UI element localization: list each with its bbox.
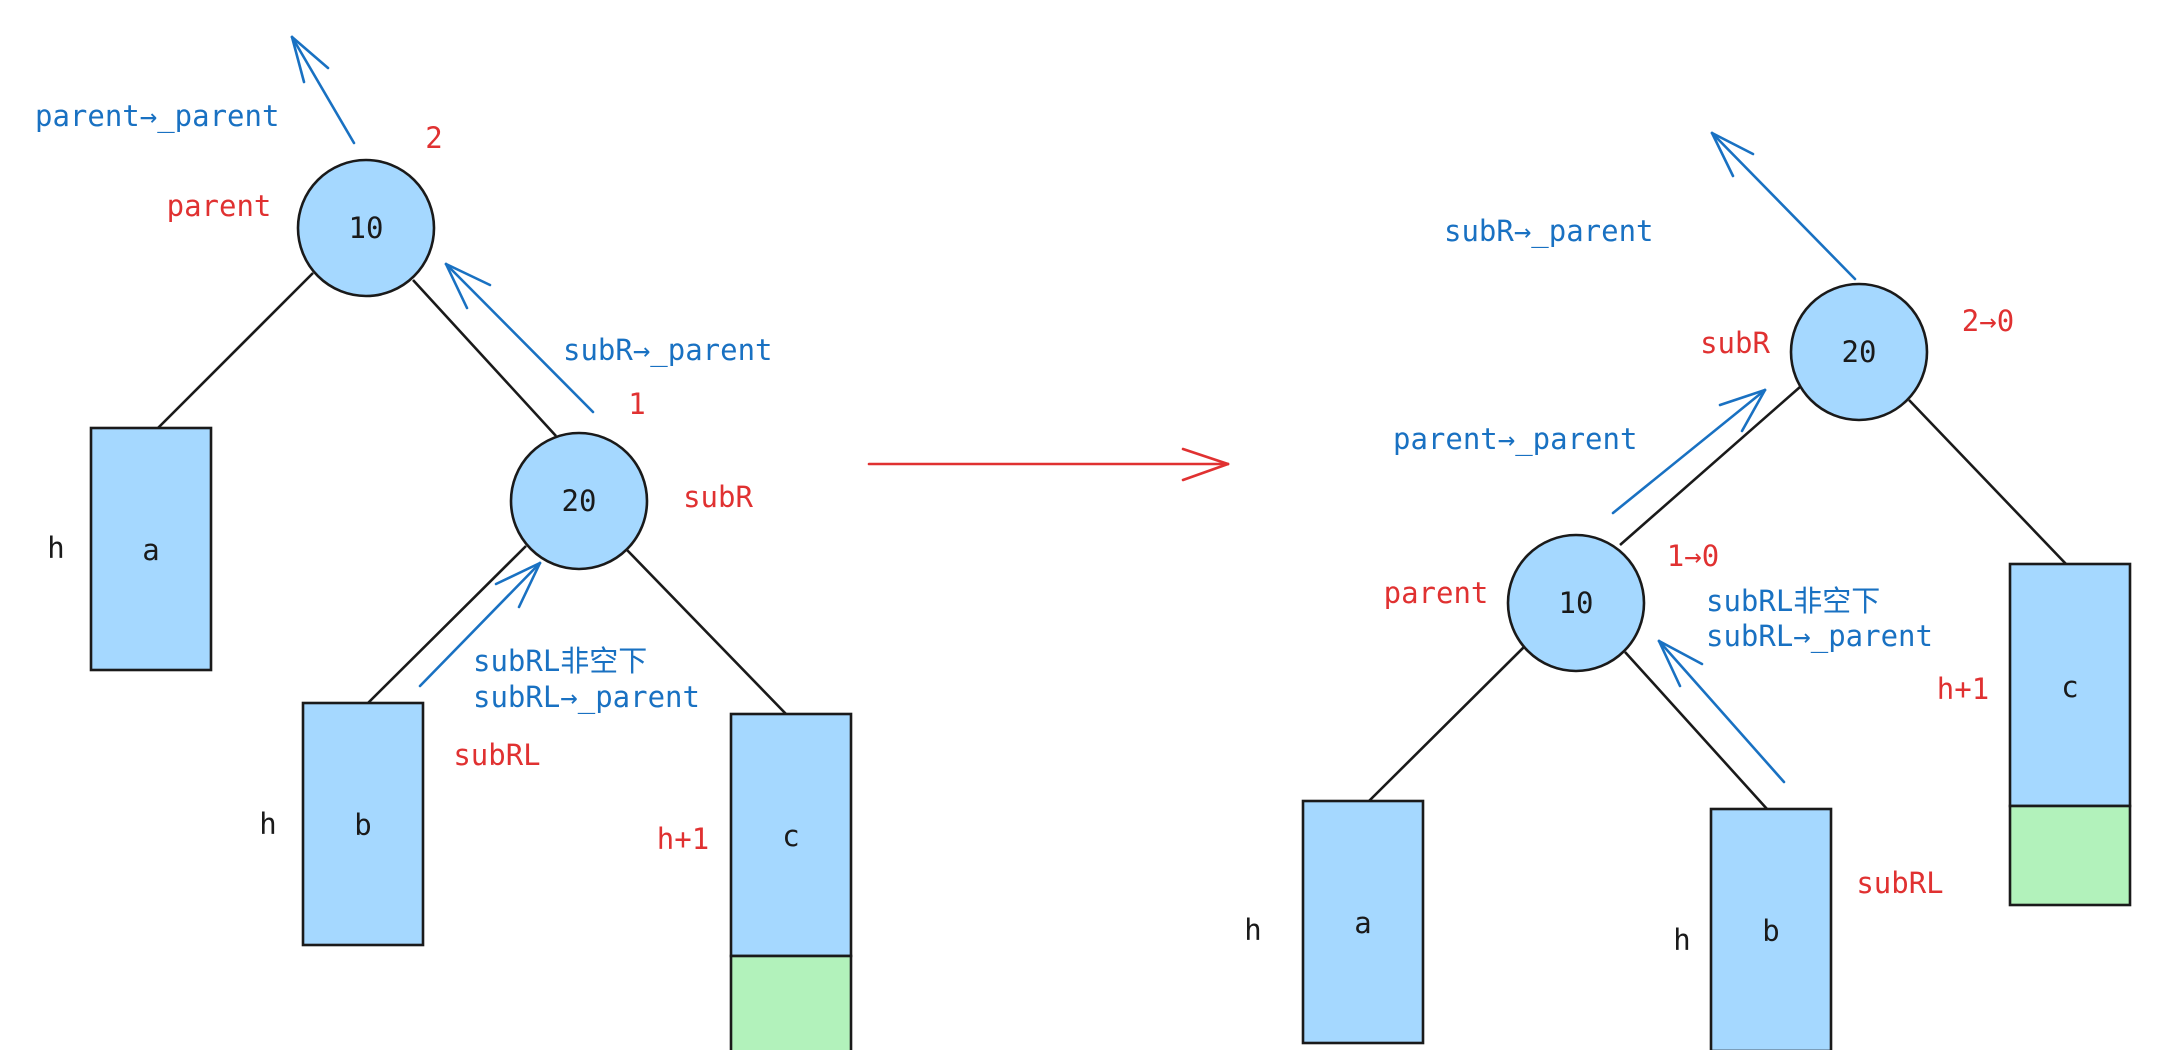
left-subtree-b	[301, 701, 425, 947]
left-parent-parent-annotation: parent→_parent	[35, 99, 279, 134]
left-node-parent-value: 10	[349, 211, 384, 245]
right-subRL-annotation-line2: subRL→_parent	[1706, 619, 1933, 654]
right-subRL-annotation-line1: subRL非空下	[1706, 584, 1880, 618]
right-node-subR	[1789, 282, 1929, 422]
right-arrow-parent-parent	[1611, 388, 1767, 515]
right-edge-subR-c	[1908, 399, 2067, 565]
left-subRL-label: subRL	[453, 738, 540, 772]
left-subtree-a	[89, 426, 213, 672]
right-subtree-b-name: b	[1762, 914, 1779, 948]
right-parent-parent-annotation: parent→_parent	[1393, 422, 1637, 457]
right-subRL-label: subRL	[1856, 866, 1943, 900]
right-parent-label: parent	[1384, 576, 1489, 610]
right-subtree-b-height: h	[1673, 923, 1690, 957]
right-subtree-c-height: h+1	[1937, 672, 1989, 706]
left-subR-parent-annotation: subR→_parent	[563, 333, 773, 368]
right-subtree-a	[1301, 799, 1425, 1045]
left-edge-subR-c	[626, 549, 787, 715]
left-subRL-annotation-line1: subRL非空下	[473, 644, 647, 678]
right-node-subR-value: 20	[1842, 335, 1877, 369]
right-subR-parent-annotation: subR→_parent	[1444, 214, 1654, 249]
left-arrow-subR-parent	[444, 262, 595, 414]
left-subtree-b-name: b	[354, 808, 371, 842]
left-node-subR	[509, 431, 649, 571]
left-parent-label: parent	[167, 189, 272, 223]
left-subtree-c-name: c	[782, 819, 799, 853]
right-subR-label: subR	[1700, 326, 1770, 360]
left-subtree-c	[729, 712, 853, 958]
left-edge-parent-a	[157, 272, 314, 429]
right-edge-parent-b	[1624, 651, 1768, 810]
right-tree: a b c h h h+1 20 10 subR 2→0 parent 1→0 …	[1244, 131, 2132, 1050]
left-subtree-a-name: a	[142, 533, 159, 567]
right-edge-subR-parent	[1619, 386, 1801, 546]
right-subtree-b	[1709, 807, 1833, 1050]
right-subtree-a-name: a	[1354, 906, 1371, 940]
right-parent-balance: 1→0	[1667, 539, 1719, 573]
left-arrow-subRL-parent	[418, 561, 542, 688]
right-node-parent-value: 10	[1559, 586, 1594, 620]
right-subtree-c-name: c	[2061, 670, 2078, 704]
left-tree: a b c h h h+1 10 20 parent 2 subR 1 subR…	[35, 35, 853, 1050]
left-arrow-parent-parent	[290, 35, 356, 145]
right-subR-balance: 2→0	[1962, 304, 2014, 338]
left-subtree-c-height: h+1	[657, 822, 709, 856]
left-edge-parent-subR	[412, 279, 557, 437]
left-subR-label: subR	[683, 480, 753, 514]
left-edge-subR-b	[367, 545, 527, 704]
right-subtree-c-extra-level	[2008, 804, 2132, 907]
left-subR-balance: 1	[628, 387, 645, 421]
right-arrow-subRL-parent	[1657, 639, 1786, 784]
transition-arrow	[867, 447, 1230, 482]
left-subtree-b-height: h	[259, 807, 276, 841]
left-parent-balance: 2	[425, 121, 442, 155]
right-edge-parent-a	[1368, 644, 1527, 802]
right-subtree-a-height: h	[1244, 913, 1261, 947]
right-subtree-c	[2008, 562, 2132, 808]
left-subtree-a-height: h	[47, 531, 64, 565]
left-subRL-annotation-line2: subRL→_parent	[473, 680, 700, 715]
left-subtree-c-extra-level	[729, 954, 853, 1050]
right-node-parent	[1506, 533, 1646, 673]
left-node-subR-value: 20	[562, 484, 597, 518]
left-node-parent	[296, 158, 436, 298]
right-arrow-subR-parent	[1710, 131, 1857, 281]
